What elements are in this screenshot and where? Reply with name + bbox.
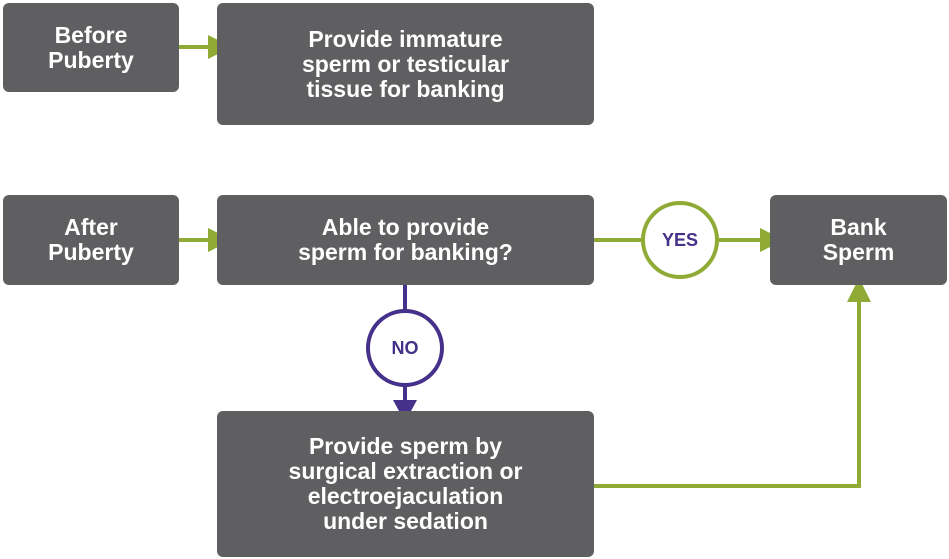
bank-sperm-label: Bank Sperm — [822, 214, 895, 265]
arrow-surgical-to-bank — [581, 278, 871, 488]
yes-label: YES — [661, 230, 699, 250]
before-puberty-box: Before Puberty — [3, 3, 179, 92]
arrow-no-path — [366, 280, 444, 422]
after-puberty-label: After Puberty — [48, 214, 134, 265]
able-to-provide-box: Able to provide sperm for banking? — [217, 195, 594, 285]
before-puberty-label: Before Puberty — [48, 21, 134, 73]
bank-sperm-box: Bank Sperm — [770, 195, 947, 285]
after-puberty-box: After Puberty — [3, 195, 179, 285]
immature-sperm-label: Provide immature sperm or testicular tis… — [301, 25, 510, 102]
surgical-extraction-label: Provide sperm by surgical extraction or … — [288, 433, 523, 534]
able-to-provide-label: Able to provide sperm for banking? — [298, 214, 513, 265]
surgical-extraction-box: Provide sperm by surgical extraction or … — [217, 411, 594, 557]
immature-sperm-box: Provide immature sperm or testicular tis… — [217, 3, 594, 125]
no-label: NO — [391, 338, 419, 358]
